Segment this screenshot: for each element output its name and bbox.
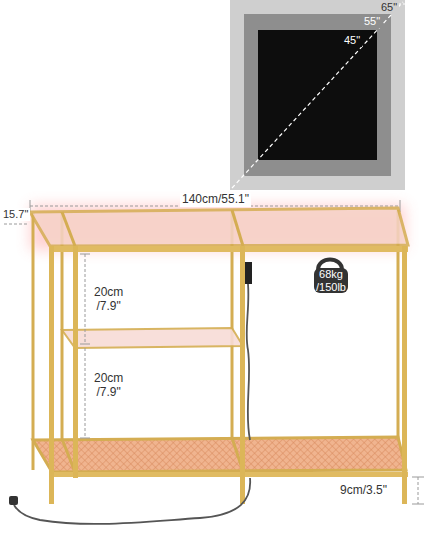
leg-height-label: 9cm/3.5" (338, 484, 389, 498)
tv-size-label: 55" (362, 15, 382, 28)
width-dimension-label: 140cm/55.1" (180, 193, 251, 207)
height-dimension (80, 254, 90, 438)
weight-capacity-label: 68kg /150lb (314, 268, 348, 293)
leg-dimension (412, 477, 424, 504)
tv-size-label: 65" (379, 1, 399, 14)
depth-dimension (4, 224, 28, 225)
tv-size-label: 45" (342, 34, 362, 47)
stand-frame (30, 208, 408, 504)
shelf-height-label: 20cm /7.9" (92, 372, 125, 400)
depth-dimension-label: 15.7" (1, 208, 30, 221)
tv-outline (230, 0, 405, 190)
power-cord (14, 284, 250, 524)
plug (9, 496, 18, 505)
shelf-height-label: 20cm /7.9" (92, 286, 125, 314)
